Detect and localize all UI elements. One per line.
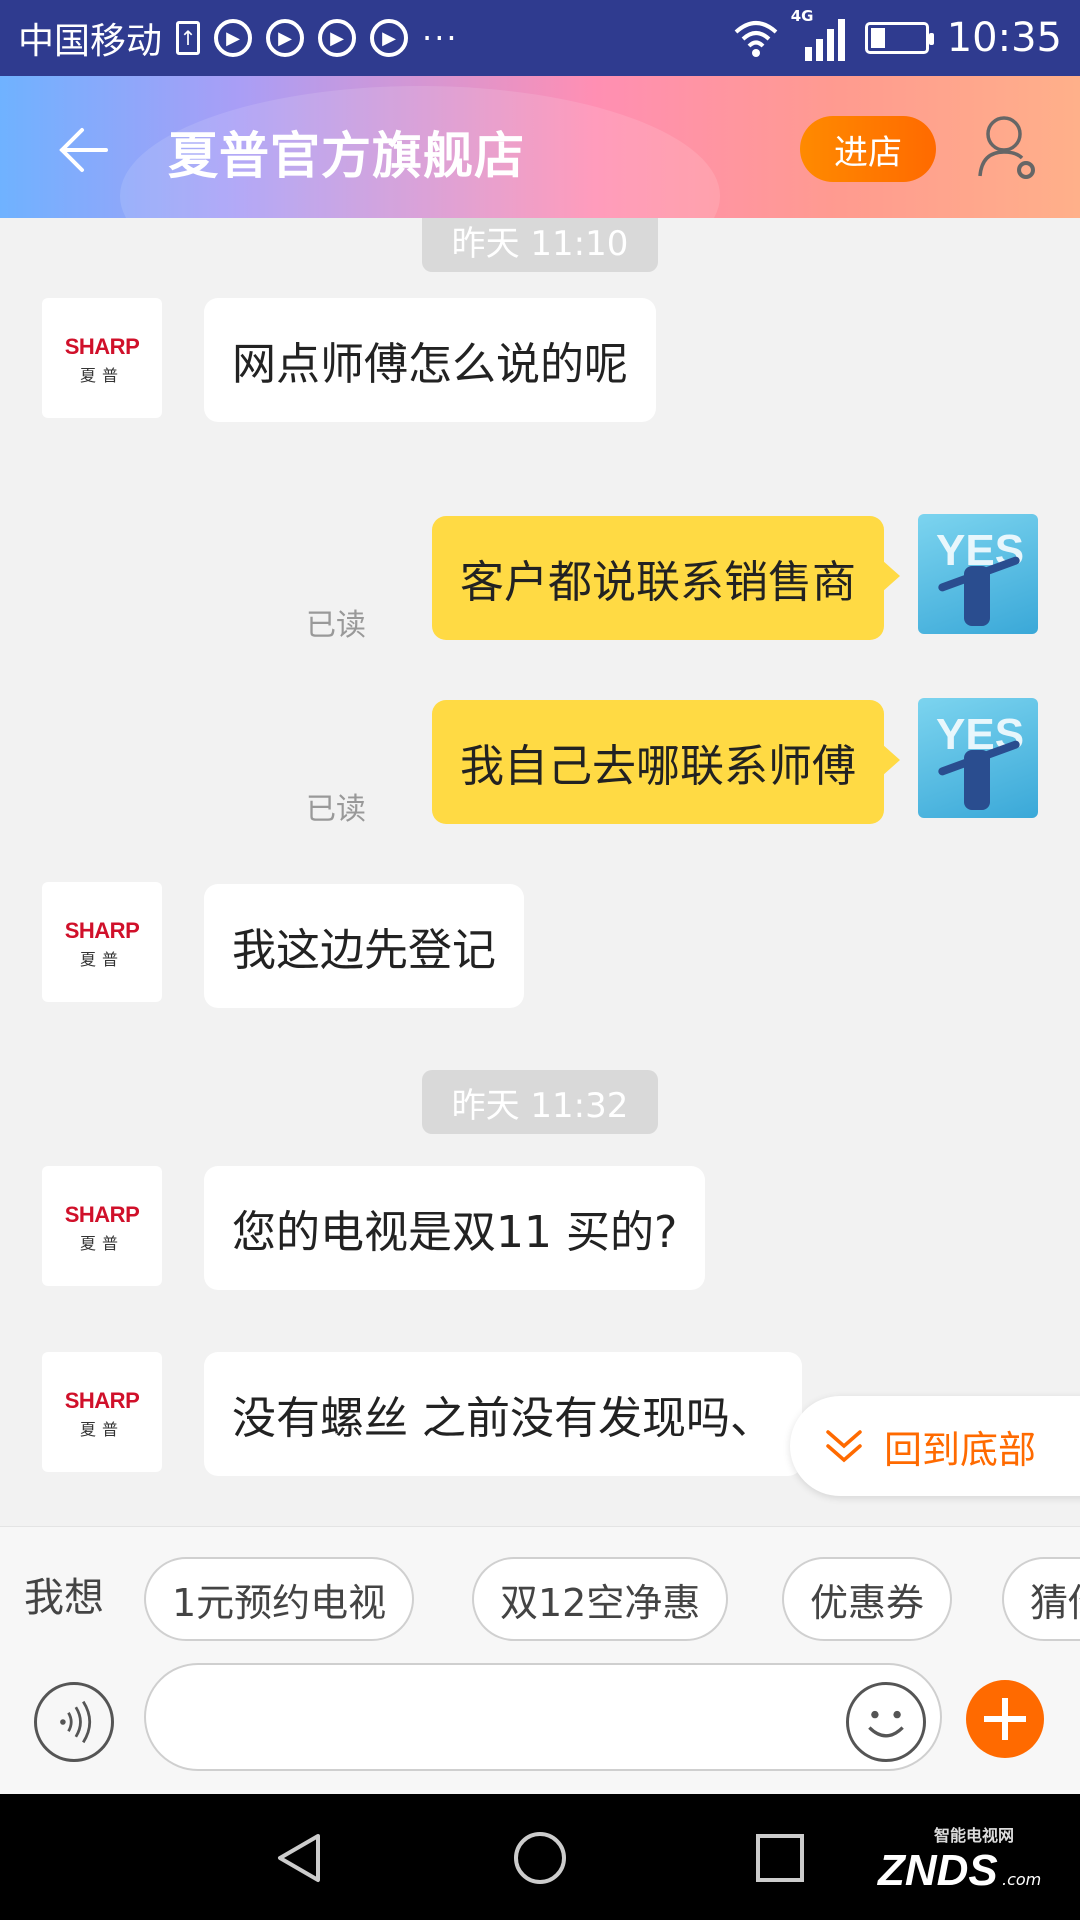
voice-input-icon[interactable] bbox=[34, 1682, 114, 1762]
system-navigation-bar: 智能电视网 ZNDS .com bbox=[0, 1794, 1080, 1920]
double-chevron-down-icon bbox=[826, 1430, 862, 1463]
page-title: 夏普官方旗舰店 bbox=[168, 127, 525, 185]
more-notifications-icon: ··· bbox=[422, 19, 459, 57]
battery-icon bbox=[864, 22, 934, 54]
suggestions-label: 我想 bbox=[24, 1575, 104, 1621]
shop-avatar[interactable]: SHARP 夏普 bbox=[42, 298, 162, 418]
back-to-bottom-button[interactable]: 回到底部 bbox=[790, 1396, 1080, 1496]
user-avatar[interactable]: YES bbox=[918, 698, 1038, 818]
shop-avatar[interactable]: SHARP 夏普 bbox=[42, 882, 162, 1002]
back-to-bottom-label: 回到底部 bbox=[884, 1427, 1037, 1472]
shop-avatar[interactable]: SHARP 夏普 bbox=[42, 1166, 162, 1286]
message-bubble-shop[interactable]: 您的电视是双11 买的? bbox=[204, 1166, 706, 1290]
suggestion-chip[interactable]: 优惠券 bbox=[782, 1557, 953, 1641]
play-notification-icon: ▶ bbox=[370, 19, 409, 57]
message-input[interactable] bbox=[144, 1663, 942, 1771]
quick-suggestions: 我想 1元预约电视 双12空净惠 优惠券 猜你 bbox=[0, 1526, 1080, 1660]
status-right: 4G 10:35 bbox=[733, 7, 1062, 64]
suggestion-chip[interactable]: 双12空净惠 bbox=[472, 1557, 729, 1641]
more-actions-plus-button[interactable] bbox=[966, 1680, 1044, 1758]
play-notification-icon: ▶ bbox=[214, 19, 253, 57]
emoji-icon[interactable] bbox=[846, 1682, 926, 1762]
suggestion-chip[interactable]: 1元预约电视 bbox=[144, 1557, 415, 1641]
upload-icon: ↑ bbox=[176, 21, 201, 55]
user-avatar[interactable]: YES bbox=[918, 514, 1038, 634]
shop-avatar[interactable]: SHARP 夏普 bbox=[42, 1352, 162, 1472]
status-left: 中国移动 ↑ ▶ ▶ ▶ ▶ ··· bbox=[18, 14, 459, 62]
back-arrow-icon[interactable] bbox=[54, 122, 110, 178]
nav-home-icon[interactable] bbox=[512, 1830, 568, 1886]
message-bubble-shop[interactable]: 我这边先登记 bbox=[204, 884, 524, 1008]
user-settings-icon[interactable] bbox=[978, 114, 1038, 184]
read-status: 已读 bbox=[306, 792, 366, 827]
nav-recents-icon[interactable] bbox=[752, 1830, 808, 1886]
signal-icon: 4G bbox=[791, 7, 847, 61]
message-bubble-shop[interactable]: 网点师傅怎么说的呢 bbox=[204, 298, 656, 422]
time-divider: 昨天 11:10 bbox=[422, 218, 658, 272]
chat-header: 夏普官方旗舰店 进店 bbox=[0, 76, 1080, 218]
chat-messages[interactable]: 昨天 11:10 SHARP 夏普 网点师傅怎么说的呢 已读 客户都说联系销售商… bbox=[0, 218, 1080, 1526]
message-bubble-shop[interactable]: 没有螺丝 之前没有发现吗、 bbox=[204, 1352, 802, 1476]
time-divider: 昨天 11:32 bbox=[422, 1070, 658, 1134]
carrier-name: 中国移动 bbox=[18, 21, 163, 62]
network-type: 4G bbox=[790, 7, 814, 25]
wifi-icon bbox=[734, 21, 778, 57]
status-bar: 中国移动 ↑ ▶ ▶ ▶ ▶ ··· 4G 10:35 bbox=[0, 0, 1080, 76]
message-bubble-user[interactable]: 客户都说联系销售商 bbox=[432, 516, 900, 640]
enter-store-button[interactable]: 进店 bbox=[800, 116, 936, 182]
play-notification-icon: ▶ bbox=[266, 19, 305, 57]
play-notification-icon: ▶ bbox=[318, 19, 357, 57]
nav-back-icon[interactable] bbox=[272, 1830, 328, 1886]
read-status: 已读 bbox=[306, 608, 366, 643]
znds-watermark-logo: 智能电视网 ZNDS .com bbox=[878, 1826, 1042, 1895]
suggestion-chip[interactable]: 猜你 bbox=[1002, 1557, 1080, 1641]
message-bubble-user[interactable]: 我自己去哪联系师傅 bbox=[432, 700, 900, 824]
input-bar bbox=[0, 1660, 1080, 1794]
clock: 10:35 bbox=[946, 15, 1062, 61]
